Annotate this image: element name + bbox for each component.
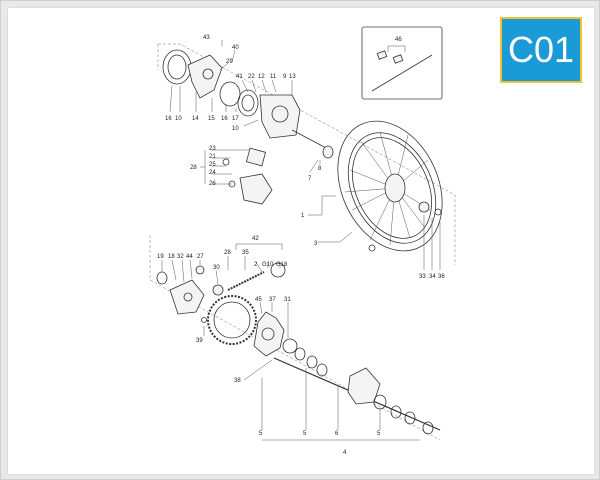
label-41: 41: [236, 74, 243, 80]
rear-sprocket: [207, 295, 257, 345]
label-18: 18: [168, 254, 175, 260]
leader-lines-lower: [161, 243, 420, 441]
label-12: 12: [258, 74, 265, 80]
label-25: 25: [209, 162, 216, 168]
label-23: 23: [209, 146, 216, 152]
label-13: 13: [289, 74, 296, 80]
label-38: 38: [234, 378, 241, 384]
label-45: 45: [255, 297, 262, 303]
sprocket-flange: [253, 311, 298, 357]
label-30: 30: [213, 265, 220, 271]
label-8: 8: [318, 166, 322, 172]
label-21: 21: [209, 154, 216, 160]
label-36: 36: [438, 274, 445, 280]
label-44: 44: [186, 254, 193, 260]
label-11: 11: [270, 74, 277, 80]
sprocket-carrier: [156, 265, 224, 315]
label-9: 9: [283, 74, 287, 80]
label-28: 28: [190, 165, 197, 171]
label-37: 37: [269, 297, 276, 303]
label-22: 22: [248, 74, 255, 80]
label-24: 24: [209, 170, 216, 176]
label-14: 14: [192, 116, 199, 122]
label-10a: 10: [175, 116, 182, 122]
label-1: 1: [301, 213, 305, 219]
label-42: 42: [252, 236, 259, 242]
label-46: 46: [395, 37, 402, 43]
label-6: 6: [335, 431, 339, 437]
kit-inset-box: 46: [361, 26, 443, 100]
brake-disc-hub: [259, 94, 334, 159]
section-badge: C01: [500, 17, 582, 83]
label-G18: G18: [276, 262, 288, 268]
label-5a: 5: [259, 431, 263, 437]
label-4: 4: [343, 450, 347, 456]
chain-segment: [227, 262, 286, 291]
label-7: 7: [308, 176, 312, 182]
label-34: 34: [429, 274, 436, 280]
label-10b: 10: [232, 126, 239, 132]
label-29: 29: [226, 59, 233, 65]
label-16a: 16: [165, 116, 172, 122]
label-5b: 5: [303, 431, 307, 437]
label-15: 15: [208, 116, 215, 122]
label-43: 43: [203, 35, 210, 41]
caliper-assembly: [222, 147, 273, 205]
leader-lines-upper: [169, 40, 441, 270]
rear-wheel: [337, 120, 443, 252]
labels-lower: 42 28 35 2 G10 G18 19 18 32 44 27 30 45 …: [157, 236, 381, 456]
label-5c: 5: [377, 431, 381, 437]
label-33: 33: [419, 274, 426, 280]
label-35: 35: [242, 250, 249, 256]
label-16b: 16: [221, 116, 228, 122]
hub-axle-assembly: [201, 317, 441, 435]
label-17: 17: [232, 116, 239, 122]
label-27: 27: [197, 254, 204, 260]
labels-upper: 43 40 29 41 22 12 11 9 13 16 10 14 15 16…: [165, 35, 445, 280]
label-31: 31: [284, 297, 291, 303]
label-26: 26: [209, 181, 216, 187]
diagram-sheet: [8, 8, 594, 474]
label-40: 40: [232, 45, 239, 51]
label-19: 19: [157, 254, 164, 260]
label-32: 32: [177, 254, 184, 260]
label-G10: G10: [262, 262, 274, 268]
label-28b: 28: [224, 250, 231, 256]
label-39: 39: [196, 338, 203, 344]
caliper-bracket: [162, 49, 259, 117]
label-2: 2: [254, 262, 258, 268]
label-3: 3: [314, 241, 318, 247]
